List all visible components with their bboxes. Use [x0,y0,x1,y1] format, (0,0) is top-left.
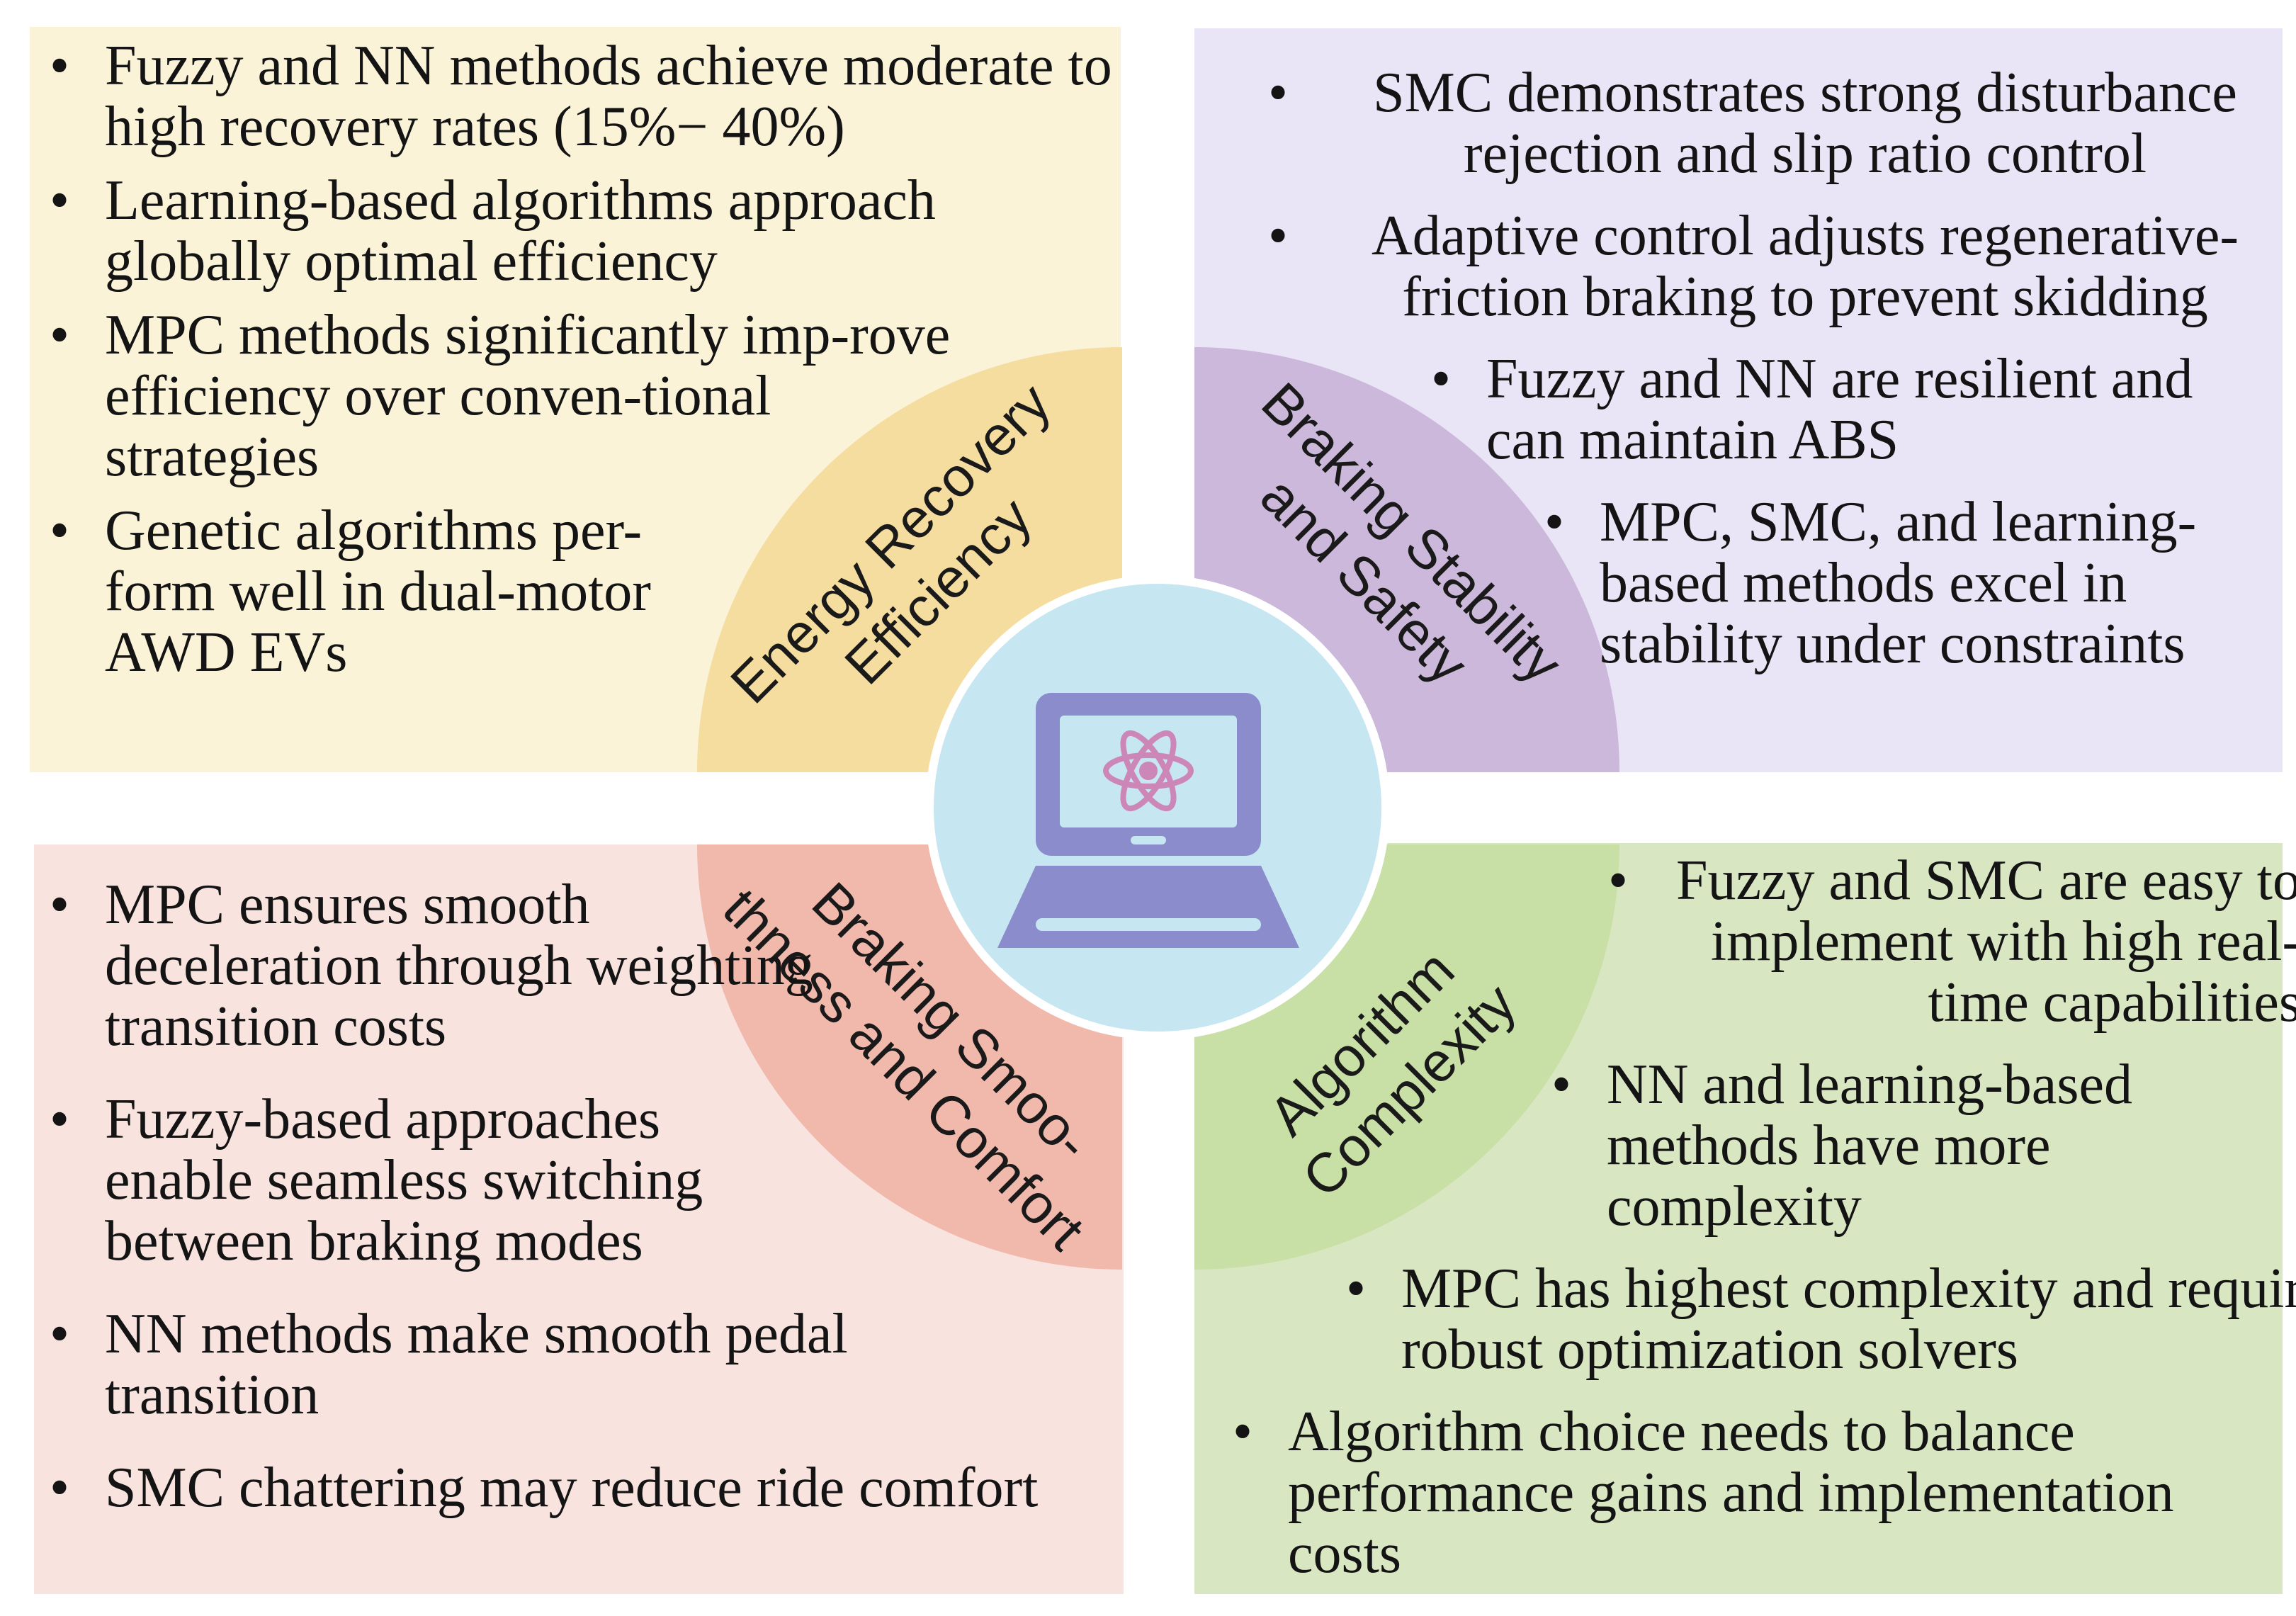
stability-bullet-3: Fuzzy and NN are resilient and can maint… [1431,349,2266,470]
laptop-atom-icon [997,693,1299,948]
energy-bullet-3: MPC methods significantly imp-rove effic… [50,305,955,487]
atom-icon [1103,730,1194,812]
comfort-bullet-1: MPC ensures smooth deceleration through … [50,874,813,1057]
comfort-bullet-3: NN methods make smooth pedal transition [50,1304,969,1425]
comfort-bullets: MPC ensures smooth deceleration through … [50,874,1167,1518]
energy-bullet-1: Fuzzy and NN methods achieve moderate to… [50,35,1132,157]
stability-bullets: SMC demonstrates strong disturbance reje… [1268,62,2287,674]
energy-bullet-2: Learning-based algorithms approach globa… [50,170,1082,292]
energy-bullets: Fuzzy and NN methods achieve moderate to… [50,35,1132,683]
complexity-bullet-1: Fuzzy and SMC are easy to implement with… [1608,850,2296,1033]
stability-bullet-2: Adaptive control adjusts regenerative-fr… [1268,205,2287,327]
energy-bullet-4: Genetic algorithms per-form well in dual… [50,500,728,683]
complexity-bullet-3: MPC has highest complexity and requires … [1346,1258,2296,1380]
stability-bullet-4: MPC, SMC, and learning-based methods exc… [1544,492,2280,674]
comfort-bullet-4: SMC chattering may reduce ride comfort [50,1457,1167,1518]
complexity-bullet-2: NN and learning-based methods have more … [1551,1054,2273,1237]
comfort-bullet-2: Fuzzy-based approaches enable seamless s… [50,1089,785,1272]
complexity-bullet-4: Algorithm choice needs to balance perfor… [1233,1401,2237,1584]
complexity-bullets: Fuzzy and SMC are easy to implement with… [1204,850,2296,1584]
stability-bullet-1: SMC demonstrates strong disturbance reje… [1268,62,2287,184]
